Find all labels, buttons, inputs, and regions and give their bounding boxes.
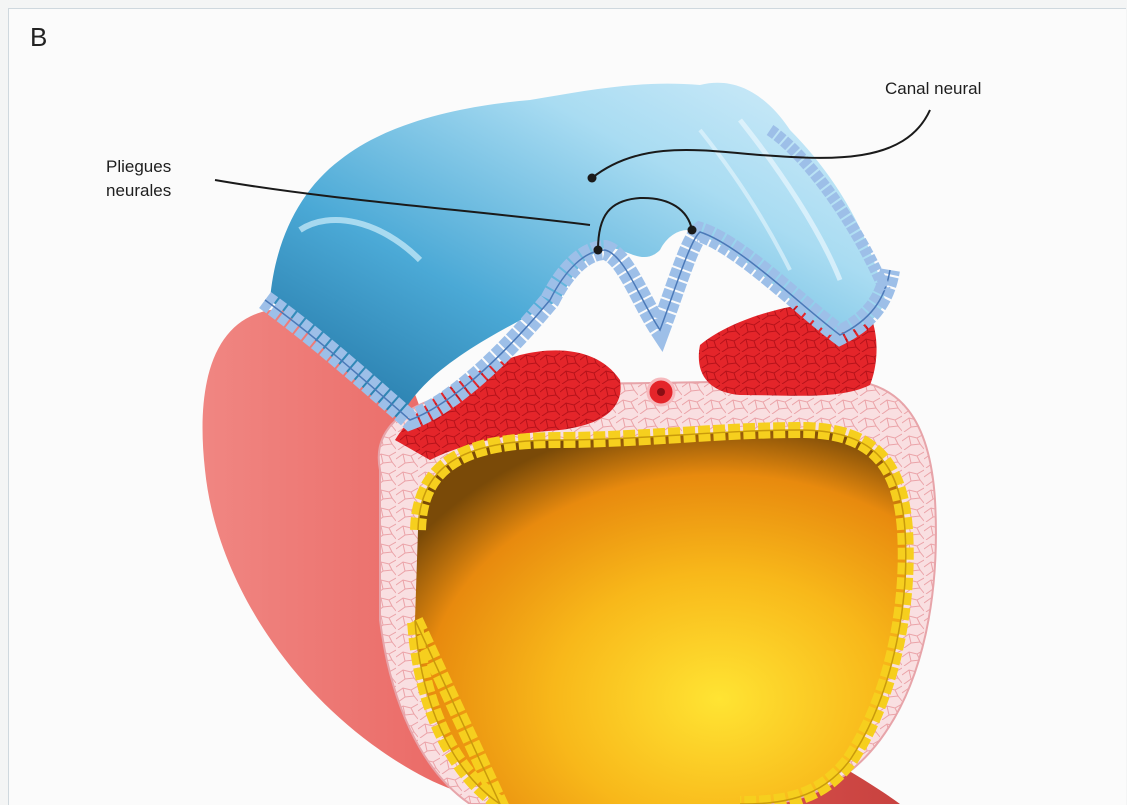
label-canal-neural: Canal neural [885, 79, 981, 98]
label-pliegues-line1: Pliegues [106, 157, 171, 176]
label-pliegues-line2: neurales [106, 181, 171, 200]
yolk-sac [415, 430, 906, 804]
